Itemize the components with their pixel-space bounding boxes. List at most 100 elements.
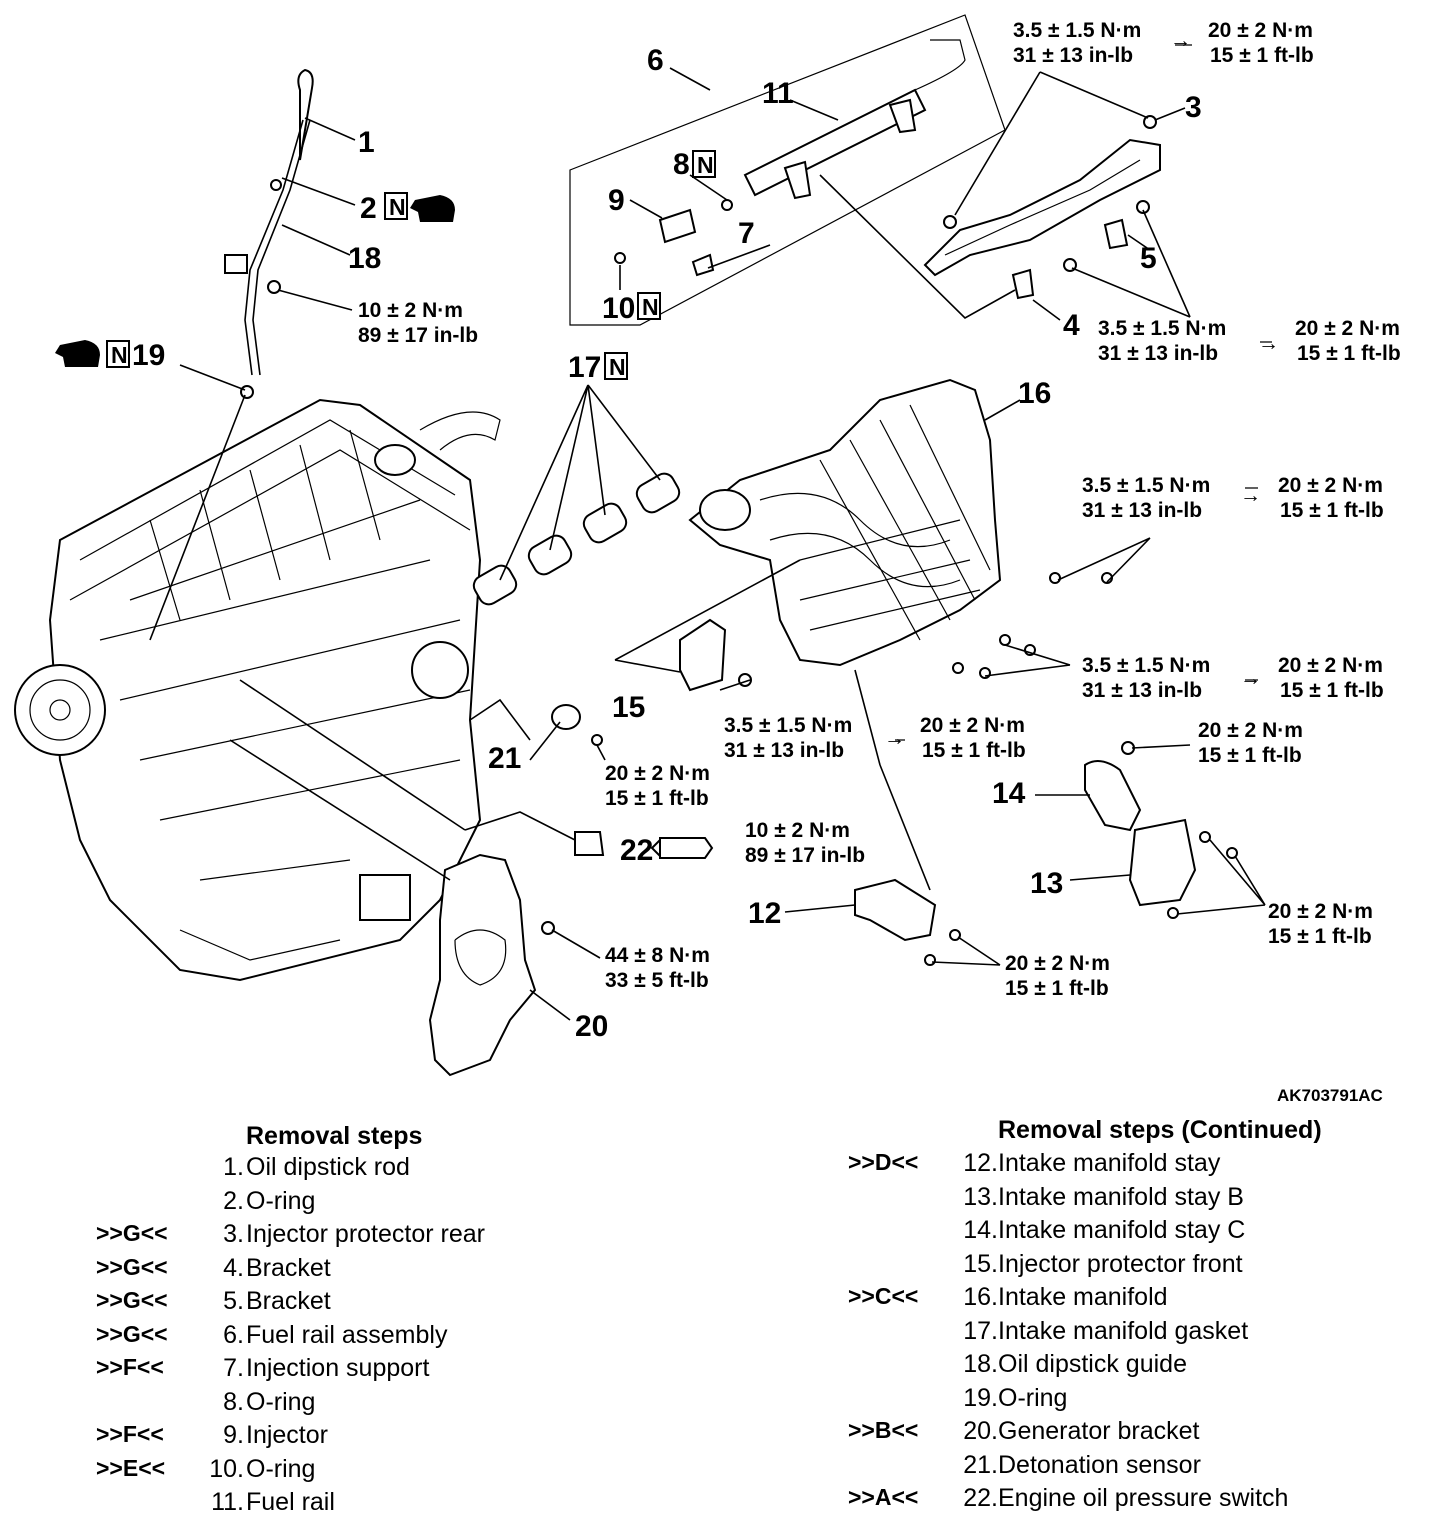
n-mark-17: N [609,354,626,380]
removal-step-row: >>G<< 3.Injector protector rear [96,1220,716,1254]
oil-can-icon [410,195,455,222]
step-procedure-mark: >>B<< [848,1417,919,1443]
removal-step-row: >>G<<4.Bracket [96,1254,716,1288]
removal-step-row: 8.O-ring [96,1388,716,1422]
removal-step-row: 14.Intake manifold stay C [848,1216,1456,1250]
step-procedure-mark: >>G<< [96,1220,168,1246]
callout-20: 20 [575,1010,608,1043]
step-label: Injector [246,1421,328,1449]
callout-4: 4 [1063,309,1080,342]
torque-b-nm2: 20 ± 2 N·m [1295,317,1400,340]
step-number: 1. [223,1153,244,1181]
n-mark-19: N [111,342,128,368]
step-number: 2. [223,1186,244,1215]
removal-step-row: >>G<<5.Bracket [96,1287,716,1321]
callout-numbers: 1 2 3 4 5 6 7 8 9 10 11 12 13 14 15 16 1… [132,44,1202,1043]
callout-15: 15 [612,691,645,724]
step-label: Intake manifold [998,1283,1168,1311]
step-number: 16. [963,1283,998,1311]
step-procedure-mark: >>C<< [848,1283,919,1309]
step-number: 20. [963,1417,998,1445]
torque-l-ftlb: 15 ± 1 ft-lb [1268,925,1372,948]
step-label: Generator bracket [998,1417,1200,1445]
torque-h-ftlb: 15 ± 1 ft-lb [1198,744,1302,767]
torque-a-ftlb: 15 ± 1 ft-lb [1210,44,1314,67]
step-number: 11. [211,1488,244,1516]
step-number: 22. [963,1484,998,1512]
step-label: Intake manifold stay B [998,1182,1244,1211]
removal-step-row: 19.O-ring [848,1384,1456,1418]
step-label: Intake manifold stay C [998,1216,1246,1244]
step-procedure-mark: >>G<< [96,1253,168,1280]
torque-e-nm2: 20 ± 2 N·m [920,714,1025,737]
callout-6: 6 [647,44,664,77]
torque-j-nm: 44 ± 8 N·m [605,944,710,967]
step-number: 14. [963,1216,998,1244]
arrow-icon: → [1170,29,1191,52]
removal-step-row: 11.Fuel rail [96,1488,716,1522]
removal-step-row: 21.Detonation sensor [848,1451,1456,1485]
torque-c-ftlb: 15 ± 1 ft-lb [1280,499,1384,522]
step-label: Bracket [246,1287,331,1315]
step-label: Fuel rail [246,1488,335,1516]
callout-12: 12 [748,897,781,930]
step-procedure-mark: >>F<< [96,1421,164,1447]
callout-17: 17 [568,351,601,384]
torque-l-nm: 20 ± 2 N·m [1268,900,1373,923]
arrow-icon: → [884,727,905,750]
torque-g-nm: 20 ± 2 N·m [605,762,710,785]
n-mark-8: N [697,152,714,178]
n-mark-10: N [642,294,659,320]
step-label: Injector protector rear [246,1220,485,1248]
step-number: 6. [223,1320,244,1349]
step-procedure-mark: >>E<< [96,1454,166,1481]
torque-a-inlb: 31 ± 13 in-lb [1013,44,1133,67]
torque-b-nm: 3.5 ± 1.5 N·m [1098,317,1226,340]
removal-step-row: >>A<<22.Engine oil pressure switch [848,1484,1456,1518]
callout-22: 22 [620,834,653,867]
torque-k-ftlb: 15 ± 1 ft-lb [1005,977,1109,1000]
step-number: 18. [963,1350,998,1378]
torque-h-nm: 20 ± 2 N·m [1198,719,1303,742]
callout-18: 18 [348,242,381,275]
step-procedure-mark: >>A<< [848,1484,919,1510]
callout-7: 7 [738,217,755,250]
removal-step-row: 13.Intake manifold stay B [848,1183,1456,1217]
torque-c-inlb: 31 ± 13 in-lb [1082,499,1202,522]
removal-step-row: 15.Injector protector front [848,1250,1456,1284]
torque-f-inlb: 89 ± 17 in-lb [358,324,478,347]
torque-c-nm: 3.5 ± 1.5 N·m [1082,474,1210,497]
step-label: O-ring [246,1454,316,1483]
intake-manifold [688,378,1002,667]
removal-step-row: >>F<<9.Injector [96,1421,716,1455]
callout-3: 3 [1185,91,1202,124]
torque-d-inlb: 31 ± 13 in-lb [1082,679,1202,702]
torque-b-inlb: 31 ± 13 in-lb [1098,342,1218,365]
torque-e-ftlb: 15 ± 1 ft-lb [922,739,1026,762]
removal-step-row: >>F<<7.Injection support [96,1354,716,1388]
torque-b-ftlb: 15 ± 1 ft-lb [1297,342,1401,365]
step-procedure-mark: >>G<< [96,1320,168,1347]
figure-id: AK703791AC [1277,1086,1383,1105]
new-part-marks: N N N N N [55,150,716,859]
step-label: Bracket [246,1253,331,1282]
step-number: 19. [963,1383,998,1412]
callout-1: 1 [358,126,375,159]
removal-step-row: 18.Oil dipstick guide [848,1350,1456,1384]
torque-d-nm2: 20 ± 2 N·m [1278,654,1383,677]
torque-c-nm2: 20 ± 2 N·m [1278,474,1383,497]
sealant-tube-icon [659,837,714,859]
step-number: 7. [223,1354,244,1382]
callout-8: 8 [673,148,690,181]
step-label: O-ring [246,1387,316,1416]
step-label: Intake manifold stay [998,1149,1221,1177]
torque-k-nm: 20 ± 2 N·m [1005,952,1110,975]
step-label: Detonation sensor [998,1450,1201,1479]
step-number: 3. [223,1220,244,1248]
step-label: O-ring [246,1186,316,1215]
torque-d-ftlb: 15 ± 1 ft-lb [1280,679,1384,702]
exploded-view-diagram: 1 2 3 4 5 6 7 8 9 10 11 12 13 14 15 16 1… [14,14,1401,1077]
torque-f-nm: 10 ± 2 N·m [358,299,463,322]
removal-step-row: 17.Intake manifold gasket [848,1317,1456,1351]
torque-g-ftlb: 15 ± 1 ft-lb [605,787,709,810]
